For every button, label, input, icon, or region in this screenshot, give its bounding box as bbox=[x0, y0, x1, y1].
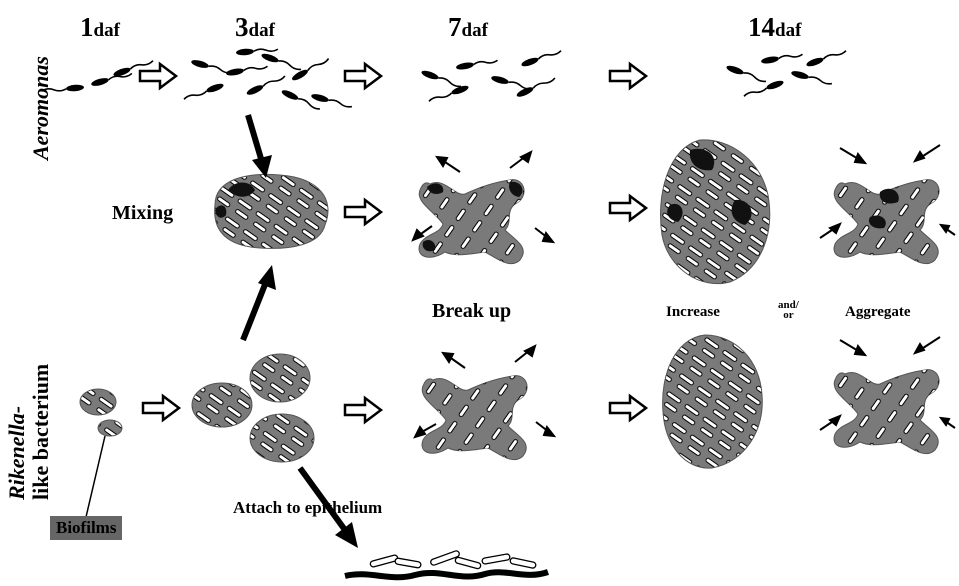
arrow-3-7-aero bbox=[345, 64, 381, 88]
aeromonas-3daf bbox=[183, 46, 353, 112]
aeromonas-1daf bbox=[42, 58, 154, 94]
aeromonas-7daf bbox=[420, 48, 562, 105]
aggregate-cluster-mixed bbox=[834, 180, 939, 264]
arrow-rik-3-7 bbox=[345, 398, 381, 422]
label-increase: Increase bbox=[666, 304, 720, 321]
arrow-mix-7 bbox=[345, 200, 381, 224]
label-aggregate: Aggregate bbox=[845, 304, 911, 321]
rikenella-3daf bbox=[192, 354, 314, 462]
arrow-rik-to-mix bbox=[243, 265, 276, 340]
arrow-1-3-aero bbox=[140, 64, 176, 88]
arrow-mix-14 bbox=[610, 196, 646, 220]
arrow-rik-7-14 bbox=[610, 396, 646, 420]
label-biofilms: Biofilms bbox=[50, 516, 122, 540]
row-label-rikenella: Rikenella- like bacterium bbox=[5, 364, 53, 500]
day-label-7: 7daf bbox=[448, 12, 488, 43]
breakup-cluster-mixed bbox=[419, 180, 524, 264]
aeromonas-14daf bbox=[725, 48, 847, 100]
arrow-rik-1-3 bbox=[143, 396, 179, 420]
label-break-up: Break up bbox=[432, 300, 511, 323]
label-mixing: Mixing bbox=[112, 202, 173, 225]
day-label-14: 14daf bbox=[748, 12, 801, 43]
day-label-1: 1daf bbox=[80, 12, 120, 43]
label-and-or: and/or bbox=[778, 300, 799, 320]
day-label-3: 3daf bbox=[235, 12, 275, 43]
label-attach: Attach to epithelium bbox=[233, 498, 382, 518]
aggregate-cluster-rik bbox=[834, 370, 939, 454]
rikenella-1daf bbox=[80, 389, 122, 436]
arrow-7-14-aero bbox=[610, 64, 646, 88]
row-label-aeromonas: Aeromonas bbox=[28, 56, 54, 160]
increase-cluster-rik bbox=[663, 335, 763, 468]
biofilm-pointer bbox=[86, 436, 105, 517]
epithelium bbox=[345, 550, 548, 577]
increase-cluster-mixed bbox=[661, 140, 770, 284]
arrow-aero-to-mix bbox=[248, 115, 272, 178]
breakup-cluster-rik bbox=[422, 376, 527, 460]
mixing-cluster bbox=[215, 174, 328, 248]
